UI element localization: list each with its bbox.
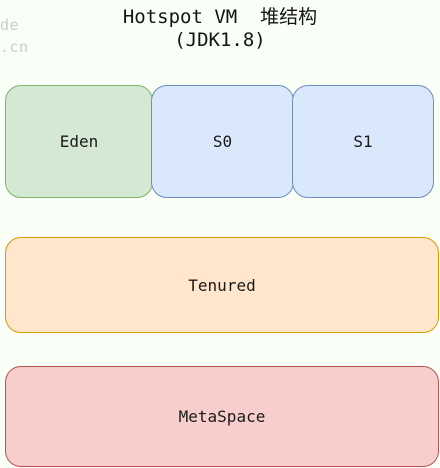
s0-label: S0 xyxy=(212,132,233,151)
title-line-1: Hotspot VM 堆结构 xyxy=(122,6,318,28)
tenured-label: Tenured xyxy=(188,275,256,295)
watermark-line-1: de xyxy=(0,16,20,34)
title-line-2: (JDK1.8) xyxy=(174,29,266,51)
eden-label: Eden xyxy=(59,132,99,151)
survivor-s0-region: S0 xyxy=(151,85,294,198)
survivor-s1-region: S1 xyxy=(292,85,434,198)
watermark-text: de .cn xyxy=(0,14,29,58)
eden-region: Eden xyxy=(5,85,153,198)
tenured-region: Tenured xyxy=(5,237,439,333)
metaspace-region: MetaSpace xyxy=(5,366,439,467)
diagram-title: Hotspot VM 堆结构 (JDK1.8) xyxy=(0,6,440,52)
s1-label: S1 xyxy=(353,132,373,151)
metaspace-label: MetaSpace xyxy=(178,407,266,426)
watermark-line-2: .cn xyxy=(0,38,29,56)
